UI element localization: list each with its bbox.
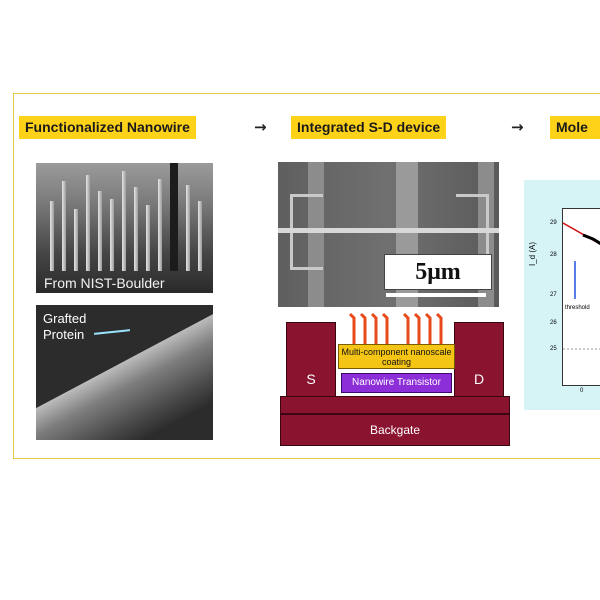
drain-electrode: D [454,322,504,400]
ytick-label: 25 [550,346,557,352]
plot-ylabel: I_d (A) [528,242,537,266]
heading-functionalized-nanowire: Functionalized Nanowire [19,116,196,139]
scale-label: 5μm [384,254,492,290]
xtick-label: 0 [580,388,583,394]
backgate-label: Backgate [281,423,509,437]
coating-layer: Multi-component nanoscale coating [338,344,455,369]
drain-label: D [455,371,503,387]
ytick-label: 26 [550,320,557,326]
heading-molecular: Mole [550,116,600,139]
source-electrode: S [286,322,336,400]
backgate-layer: Backgate [280,414,510,446]
heading-integrated-device: Integrated S-D device [291,116,446,139]
substrate-layer [280,396,510,414]
scale-bar [386,293,486,297]
plot-annotation: threshold [565,305,590,311]
device-sem-image: 5μm [278,162,499,307]
nanowire-line [278,228,499,233]
plot-panel: I_d (A) threshold 29 28 27 26 25 0 [524,180,600,410]
arrow-right-icon: → [511,118,524,136]
ytick-label: 27 [550,292,557,298]
image-caption: From NIST-Boulder [44,275,165,291]
arrow-right-icon: → [254,118,267,136]
nanowire-transistor-layer: Nanowire Transistor [341,373,452,393]
grafted-protein-image: Grafted Protein [36,305,213,440]
ytick-label: 28 [550,252,557,258]
plot-area: threshold [562,208,600,386]
grafted-protein-label: Grafted Protein [43,311,103,343]
ytick-label: 29 [550,220,557,226]
probe-molecules-icon [340,310,455,346]
source-label: S [287,371,335,387]
nanowire-forest-image: From NIST-Boulder [36,163,213,293]
